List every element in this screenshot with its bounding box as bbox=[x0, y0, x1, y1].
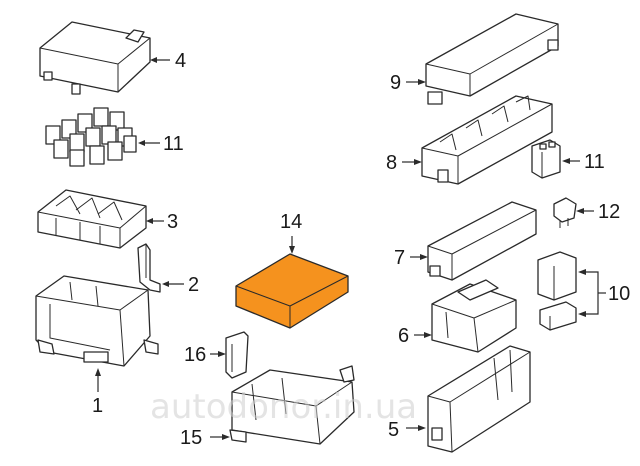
callout-7: 7 bbox=[394, 247, 428, 269]
part-4-cover[interactable] bbox=[39, 21, 151, 95]
callout-13: 11 bbox=[138, 133, 184, 155]
callout-label-10: 10 bbox=[608, 283, 630, 305]
callout-label-6: 6 bbox=[398, 325, 409, 347]
callout-12: 12 bbox=[576, 201, 620, 223]
callout-label-8: 8 bbox=[386, 152, 397, 174]
callout-label-3: 3 bbox=[167, 211, 178, 233]
callout-label-5: 5 bbox=[388, 419, 399, 441]
callout-10: 10 bbox=[578, 269, 630, 317]
part-16-clip[interactable] bbox=[225, 331, 249, 379]
callout-label-2: 2 bbox=[188, 274, 199, 296]
part-14-shape bbox=[235, 253, 349, 329]
callout-3: 3 bbox=[146, 211, 178, 233]
part-15-bracket[interactable] bbox=[229, 365, 355, 445]
part-13-fuse-set[interactable] bbox=[45, 107, 137, 167]
part-8-fuse-block[interactable] bbox=[421, 95, 553, 185]
part-12-fuse[interactable] bbox=[553, 197, 577, 228]
callout-label-4: 4 bbox=[175, 50, 186, 72]
callout-11: 11 bbox=[562, 151, 605, 173]
part-7-fuse-holder[interactable] bbox=[427, 201, 537, 281]
callout-label-9: 9 bbox=[390, 72, 401, 94]
watermark-text: autodonor.in.ua bbox=[150, 387, 417, 427]
part-2-bracket[interactable] bbox=[137, 243, 161, 293]
callout-15: 15 bbox=[180, 427, 230, 449]
part-9-fuse-block-cover[interactable] bbox=[425, 13, 559, 105]
callout-14: 14 bbox=[280, 211, 302, 254]
callout-label-11: 11 bbox=[584, 151, 605, 173]
callout-1: 1 bbox=[92, 368, 103, 417]
part-6-relay-holder[interactable] bbox=[431, 279, 517, 353]
part-1-lower-housing[interactable] bbox=[35, 275, 159, 367]
part-5-fuse-block-housing[interactable] bbox=[427, 345, 531, 453]
callout-9: 9 bbox=[390, 72, 426, 94]
callout-16: 16 bbox=[184, 344, 226, 366]
callout-label-15: 15 bbox=[180, 427, 202, 449]
part-11-relay[interactable] bbox=[531, 139, 561, 179]
part-3-relay-block[interactable] bbox=[37, 189, 147, 249]
callout-5: 5 bbox=[388, 419, 426, 441]
callout-8: 8 bbox=[386, 152, 422, 174]
callout-label-14: 14 bbox=[280, 211, 302, 233]
callout-label-16: 16 bbox=[184, 344, 206, 366]
callout-2: 2 bbox=[162, 274, 199, 296]
callout-label-1: 1 bbox=[92, 395, 103, 417]
callout-label-12: 12 bbox=[598, 201, 620, 223]
part-10-relays[interactable] bbox=[537, 251, 577, 331]
part-14-cover-highlighted[interactable] bbox=[235, 253, 349, 329]
callout-label-13: 11 bbox=[163, 133, 184, 155]
callout-4: 4 bbox=[150, 50, 186, 72]
callout-label-7: 7 bbox=[394, 247, 405, 269]
callout-6: 6 bbox=[398, 325, 432, 347]
